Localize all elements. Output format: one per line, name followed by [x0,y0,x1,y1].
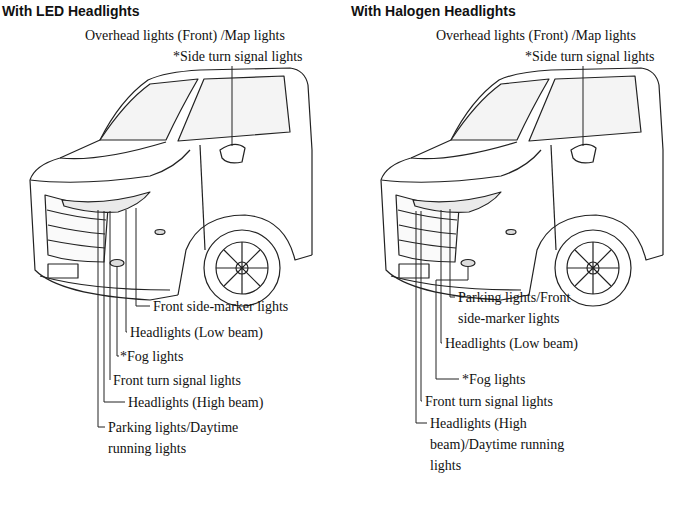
leader-lines [98,66,583,427]
section-heading: With Halogen Headlights [351,2,516,20]
part-label: Parking lights/Front side-marker lights [458,287,593,329]
part-label: *Side turn signal lights [173,46,303,67]
part-label: *Fog lights [120,346,183,367]
part-label: *Fog lights [462,369,525,390]
part-label: Headlights (Low beam) [130,322,263,343]
part-label: Headlights (High beam)/Daytime running l… [430,413,578,476]
section-heading: With LED Headlights [2,2,140,20]
part-label: Front turn signal lights [113,370,241,391]
part-label: Overhead lights (Front) /Map lights [436,25,636,46]
part-label: Headlights (High beam) [128,392,263,413]
part-label: *Side turn signal lights [525,46,655,67]
part-label: Headlights (Low beam) [445,333,578,354]
part-label: Front side-marker lights [153,296,288,317]
part-label: Parking lights/Daytime running lights [108,417,260,459]
part-label: Overhead lights (Front) /Map lights [85,25,285,46]
part-label: Front turn signal lights [425,391,553,412]
